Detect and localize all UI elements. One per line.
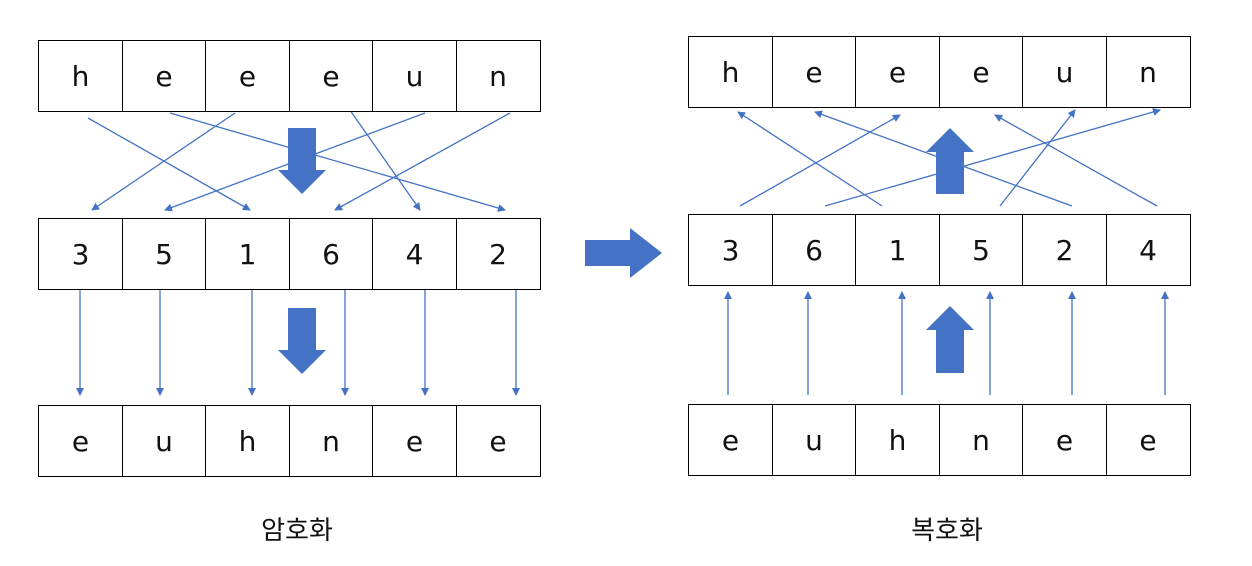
enc-map-arrow: [87, 117, 251, 211]
dec-key-cell: 6: [771, 214, 857, 286]
up-block-arrow: [926, 128, 974, 194]
enc-plaintext-cell: u: [372, 40, 457, 112]
enc-cipher-cell: e: [372, 405, 457, 477]
enc-key-cell: 4: [372, 218, 457, 290]
dec-cipher-cell: n: [938, 404, 1024, 476]
enc-key-row: 3 5 1 6 4 2: [38, 218, 541, 290]
up-block-arrow: [926, 306, 974, 373]
dec-key-cell: 3: [688, 214, 773, 286]
down-block-arrow: [278, 128, 326, 194]
enc-plaintext-cell: h: [38, 40, 123, 112]
dec-plaintext-cell: e: [855, 36, 940, 108]
dec-key-cell: 4: [1105, 214, 1191, 286]
decryption-caption: 복호화: [911, 516, 983, 546]
dec-cipher-cell: e: [1022, 404, 1107, 476]
enc-ciphertext-row: e u h n e e: [38, 405, 541, 477]
dec-key-row: 3 6 1 5 2 4: [688, 214, 1191, 286]
enc-plaintext-cell: n: [455, 40, 541, 112]
enc-map-arrow: [169, 112, 506, 212]
enc-plaintext-cell: e: [205, 40, 290, 112]
dec-plaintext-cell: e: [938, 36, 1024, 108]
dec-plaintext-row: h e e e u n: [688, 36, 1191, 108]
right-block-arrow: [585, 228, 662, 278]
enc-key-cell: 1: [205, 218, 290, 290]
enc-map-arrow: [91, 112, 236, 211]
enc-key-cell: 2: [455, 218, 541, 290]
dec-map-arrow: [999, 109, 1076, 207]
dec-key-cell: 1: [855, 214, 940, 286]
enc-plaintext-row: h e e e u n: [38, 40, 541, 112]
encryption-caption: 암호화: [261, 516, 333, 546]
dec-cipher-cell: e: [1105, 404, 1191, 476]
dec-plaintext-cell: e: [771, 36, 857, 108]
enc-cipher-cell: u: [121, 405, 207, 477]
dec-map-arrow: [739, 114, 901, 207]
enc-map-arrow: [344, 102, 421, 211]
enc-key-cell: 6: [288, 218, 374, 290]
enc-cipher-cell: n: [288, 405, 374, 477]
dec-cipher-cell: e: [688, 404, 773, 476]
enc-cipher-cell: h: [205, 405, 290, 477]
dec-plaintext-cell: u: [1022, 36, 1107, 108]
enc-plaintext-cell: e: [121, 40, 207, 112]
dec-cipher-cell: h: [855, 404, 940, 476]
dec-ciphertext-row: e u h n e e: [688, 404, 1191, 476]
down-block-arrow: [278, 308, 326, 374]
dec-key-cell: 2: [1022, 214, 1107, 286]
enc-plaintext-cell: e: [288, 40, 374, 112]
dec-key-cell: 5: [938, 214, 1024, 286]
dec-map-arrow: [994, 114, 1158, 207]
dec-map-arrow: [737, 111, 883, 207]
enc-key-cell: 3: [38, 218, 123, 290]
dec-plaintext-cell: h: [688, 36, 773, 108]
enc-cipher-cell: e: [455, 405, 541, 477]
enc-cipher-cell: e: [38, 405, 123, 477]
dec-plaintext-cell: n: [1105, 36, 1191, 108]
enc-key-cell: 5: [121, 218, 207, 290]
dec-cipher-cell: u: [771, 404, 857, 476]
enc-map-arrow: [334, 112, 511, 211]
dec-map-arrow: [824, 108, 1161, 207]
